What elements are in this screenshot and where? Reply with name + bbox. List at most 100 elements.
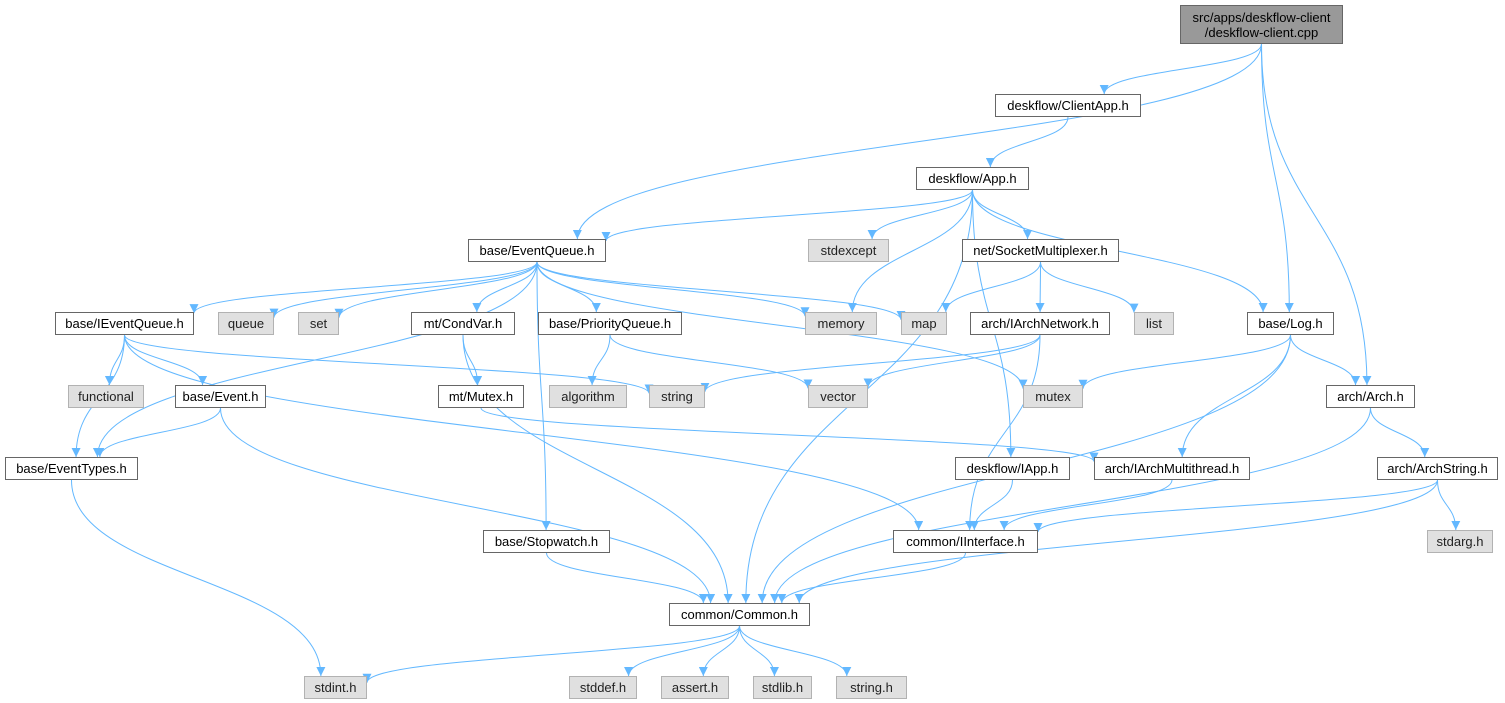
edge-iarchmt-to-iinterface bbox=[999, 479, 1173, 531]
node-eventtypes[interactable]: base/EventTypes.h bbox=[5, 457, 138, 480]
node-common[interactable]: common/Common.h bbox=[669, 603, 810, 626]
edge-arch-to-common bbox=[770, 407, 1371, 604]
node-label: mt/CondVar.h bbox=[423, 316, 503, 331]
edge-eventqueue-to-memory bbox=[536, 261, 810, 317]
node-label: string.h bbox=[850, 680, 893, 695]
edge-eventqueue-to-ieventqueue bbox=[189, 261, 538, 314]
node-stdlib[interactable]: stdlib.h bbox=[753, 676, 812, 699]
node-priorityqueue[interactable]: base/PriorityQueue.h bbox=[538, 312, 682, 335]
node-log[interactable]: base/Log.h bbox=[1247, 312, 1334, 335]
node-label: deskflow/ClientApp.h bbox=[1007, 98, 1129, 113]
edge-archstring-to-common bbox=[794, 479, 1438, 604]
edge-archstring-to-iinterface bbox=[1033, 479, 1438, 533]
edge-common-to-stddef bbox=[624, 625, 740, 677]
node-label: list bbox=[1146, 316, 1162, 331]
node-mutex[interactable]: mutex bbox=[1023, 385, 1083, 408]
node-arch[interactable]: arch/Arch.h bbox=[1326, 385, 1415, 408]
edge-common-to-assert bbox=[698, 625, 740, 677]
node-label: string bbox=[661, 389, 693, 404]
node-condvar[interactable]: mt/CondVar.h bbox=[411, 312, 515, 335]
node-root[interactable]: src/apps/deskflow-client/deskflow-client… bbox=[1180, 5, 1343, 44]
edge-iarchnetwork-to-vector bbox=[863, 334, 1041, 388]
node-ieventqueue[interactable]: base/IEventQueue.h bbox=[55, 312, 194, 335]
node-label: arch/ArchString.h bbox=[1387, 461, 1488, 476]
edge-condvar-to-mutexh bbox=[462, 334, 483, 386]
edge-eventqueue-to-condvar bbox=[472, 261, 538, 313]
edge-ieventqueue-to-iinterface bbox=[124, 334, 924, 531]
node-set[interactable]: set bbox=[298, 312, 339, 335]
node-stddef[interactable]: stddef.h bbox=[569, 676, 637, 699]
node-label: base/EventTypes.h bbox=[16, 461, 127, 476]
edge-priorityqueue-to-algorithm bbox=[587, 334, 611, 386]
node-mutexh[interactable]: mt/Mutex.h bbox=[438, 385, 524, 408]
edge-root-to-log bbox=[1261, 43, 1294, 313]
node-algorithm[interactable]: algorithm bbox=[549, 385, 627, 408]
node-label: functional bbox=[78, 389, 134, 404]
node-archstring[interactable]: arch/ArchString.h bbox=[1377, 457, 1498, 480]
edge-log-to-arch bbox=[1290, 334, 1361, 386]
node-socketmux[interactable]: net/SocketMultiplexer.h bbox=[962, 239, 1119, 262]
edge-eventqueue-to-mutex bbox=[536, 261, 1028, 389]
node-iapp[interactable]: deskflow/IApp.h bbox=[955, 457, 1070, 480]
edge-priorityqueue-to-vector bbox=[609, 334, 813, 389]
node-label: src/apps/deskflow-client bbox=[1192, 9, 1331, 25]
node-stdint[interactable]: stdint.h bbox=[304, 676, 367, 699]
edge-condvar-to-common bbox=[462, 334, 733, 604]
node-string[interactable]: string bbox=[649, 385, 705, 408]
edge-app-to-memory bbox=[847, 189, 973, 313]
node-label: stdexcept bbox=[820, 243, 877, 258]
edge-root-to-arch bbox=[1261, 43, 1372, 386]
node-memory[interactable]: memory bbox=[805, 312, 877, 335]
node-iarchnetwork[interactable]: arch/IArchNetwork.h bbox=[970, 312, 1110, 335]
node-label: /deskflow-client.cpp bbox=[1204, 24, 1319, 40]
node-label: mt/Mutex.h bbox=[448, 389, 514, 404]
node-label: common/Common.h bbox=[680, 607, 799, 622]
edge-iapp-to-iinterface bbox=[969, 479, 1013, 531]
node-label: stdint.h bbox=[314, 680, 357, 695]
edge-eventqueue-to-set bbox=[334, 261, 538, 318]
node-stdexcept[interactable]: stdexcept bbox=[808, 239, 889, 262]
node-eventqueue[interactable]: base/EventQueue.h bbox=[468, 239, 606, 262]
node-iarchmt[interactable]: arch/IArchMultithread.h bbox=[1094, 457, 1250, 480]
node-functional[interactable]: functional bbox=[68, 385, 144, 408]
edge-root-to-eventqueue bbox=[572, 43, 1262, 240]
node-map[interactable]: map bbox=[901, 312, 947, 335]
node-queue[interactable]: queue bbox=[218, 312, 274, 335]
node-stopwatch[interactable]: base/Stopwatch.h bbox=[483, 530, 610, 553]
edge-log-to-mutex bbox=[1078, 334, 1291, 389]
node-label: base/Event.h bbox=[182, 389, 259, 404]
node-clientapp[interactable]: deskflow/ClientApp.h bbox=[995, 94, 1141, 117]
edge-common-to-stdlib bbox=[739, 625, 779, 677]
node-label: base/EventQueue.h bbox=[479, 243, 595, 258]
node-iinterface[interactable]: common/IInterface.h bbox=[893, 530, 1038, 553]
edge-root-to-clientapp bbox=[1099, 43, 1262, 95]
node-label: algorithm bbox=[561, 389, 615, 404]
edge-common-to-stringh bbox=[739, 625, 852, 677]
edge-stopwatch-to-common bbox=[546, 552, 708, 604]
edge-socketmux-to-map bbox=[941, 261, 1041, 313]
edge-eventtypes-to-stdint bbox=[71, 479, 326, 677]
node-stringh[interactable]: string.h bbox=[836, 676, 907, 699]
edge-event-to-common bbox=[220, 407, 716, 604]
node-label: deskflow/IApp.h bbox=[966, 461, 1059, 476]
node-app[interactable]: deskflow/App.h bbox=[916, 167, 1029, 190]
edge-app-to-eventqueue bbox=[601, 189, 973, 242]
node-event[interactable]: base/Event.h bbox=[175, 385, 266, 408]
node-vector[interactable]: vector bbox=[808, 385, 868, 408]
node-label: memory bbox=[817, 316, 865, 331]
node-list[interactable]: list bbox=[1134, 312, 1174, 335]
edge-iinterface-to-common bbox=[777, 552, 966, 604]
edge-archstring-to-stdarg bbox=[1437, 479, 1461, 531]
node-label: net/SocketMultiplexer.h bbox=[973, 243, 1108, 258]
node-label: base/Log.h bbox=[1258, 316, 1323, 331]
edge-ieventqueue-to-functional bbox=[104, 334, 125, 386]
node-label: base/PriorityQueue.h bbox=[548, 316, 672, 331]
node-label: base/Stopwatch.h bbox=[494, 534, 599, 549]
node-assert[interactable]: assert.h bbox=[661, 676, 729, 699]
edge-ieventqueue-to-event bbox=[124, 334, 208, 386]
edge-eventqueue-to-queue bbox=[269, 261, 538, 318]
node-stdarg[interactable]: stdarg.h bbox=[1427, 530, 1493, 553]
edge-common-to-stdint bbox=[362, 625, 740, 683]
edge-ieventqueue-to-string bbox=[124, 334, 654, 394]
